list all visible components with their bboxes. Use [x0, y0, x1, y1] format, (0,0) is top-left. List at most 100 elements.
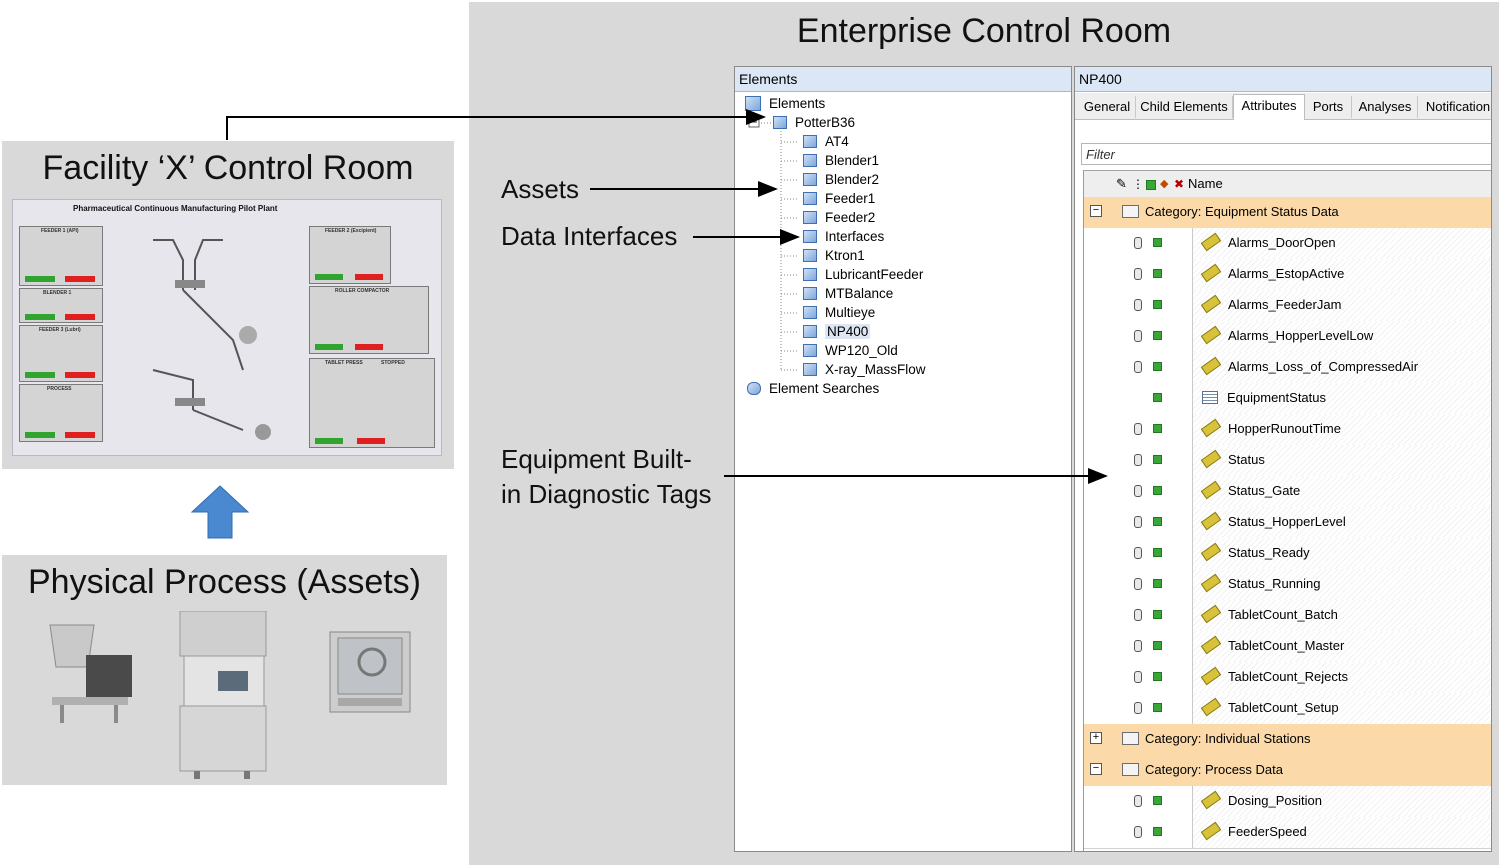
element-icon: [803, 343, 817, 357]
attributes-panel: NP400 General Child Elements Attributes …: [1074, 66, 1492, 852]
row-indent: [1084, 786, 1115, 817]
attribute-name: TabletCount_Rejects: [1200, 662, 1348, 692]
attribute-name: Alarms_Loss_of_CompressedAir: [1200, 352, 1418, 382]
row-indent: [1084, 228, 1115, 259]
scada-start-button: [315, 438, 343, 444]
inspection-unit-image: [329, 631, 411, 713]
tab-notification[interactable]: Notification: [1425, 99, 1491, 114]
config-status-icon: [1153, 641, 1162, 650]
attribute-row[interactable]: Alarms_DoorOpen: [1084, 228, 1491, 260]
data-reference-pin-icon: [1134, 330, 1142, 342]
category-row[interactable]: − Category: Process Data: [1084, 755, 1491, 787]
config-status-icon: [1153, 362, 1162, 371]
attribute-row[interactable]: TabletCount_Master: [1084, 631, 1491, 663]
scada-start-button: [315, 344, 343, 350]
tree-item-ktron1[interactable]: Ktron1: [803, 246, 865, 265]
expand-icon[interactable]: +: [1090, 732, 1102, 744]
physical-title: Physical Process (Assets): [28, 563, 421, 601]
attribute-name: Status_Gate: [1200, 476, 1300, 506]
tree-item-interfaces[interactable]: Interfaces: [803, 227, 884, 246]
row-flags: [1114, 445, 1193, 476]
attribute-row[interactable]: Status_HopperLevel: [1084, 507, 1491, 539]
filter-input[interactable]: Filter: [1081, 143, 1491, 165]
tree-item-blender1[interactable]: Blender1: [803, 151, 879, 170]
scada-stop-button: [357, 438, 385, 444]
tree-item-feeder1[interactable]: Feeder1: [803, 189, 875, 208]
config-status-icon: [1153, 238, 1162, 247]
category-row[interactable]: +Category: Individual Stations: [1084, 724, 1491, 756]
facility-panel: Facility ‘X’ Control Room Pharmaceutical…: [2, 141, 454, 469]
row-flags: [1114, 507, 1193, 538]
config-icon: [1146, 180, 1156, 190]
attribute-row[interactable]: TabletCount_Rejects: [1084, 662, 1491, 694]
tree-item-lubricantfeeder[interactable]: LubricantFeeder: [803, 265, 923, 284]
attribute-row[interactable]: Status_Running: [1084, 569, 1491, 601]
tree-item-blender2[interactable]: Blender2: [803, 170, 879, 189]
scada-screenshot: Pharmaceutical Continuous Manufacturing …: [12, 199, 442, 456]
config-status-icon: [1153, 424, 1162, 433]
tree-item-element-searches[interactable]: Element Searches: [747, 379, 879, 398]
tree-item-multieye[interactable]: Multieye: [803, 303, 875, 322]
row-flags: [1114, 259, 1193, 290]
collapse-icon[interactable]: −: [1090, 205, 1102, 217]
scada-start-button: [25, 432, 55, 438]
data-interfaces-label: Data Interfaces: [501, 221, 678, 251]
data-reference-pin-icon: [1134, 702, 1142, 714]
scada-stop-button: [355, 274, 383, 280]
attribute-row[interactable]: FeederSpeed: [1084, 817, 1491, 849]
attributes-panel-header: NP400: [1075, 67, 1491, 92]
tree-item-np400[interactable]: NP400: [803, 322, 871, 341]
config-status-icon: [1153, 486, 1162, 495]
category-row[interactable]: −Category: Equipment Status Data: [1084, 197, 1491, 229]
tree-item-mtbalance[interactable]: MTBalance: [803, 284, 893, 303]
data-reference-pin-icon: [1134, 516, 1142, 528]
tab-analyses[interactable]: Analyses: [1353, 96, 1418, 118]
attribute-name: Alarms_HopperLevelLow: [1200, 321, 1373, 351]
row-flags: [1114, 817, 1193, 848]
data-reference-pin-icon: [1134, 361, 1142, 373]
scada-label-feeder1: FEEDER 1 (API): [41, 228, 79, 234]
scada-stop-button: [355, 344, 383, 350]
tree-item-potterb36[interactable]: PotterB36: [773, 113, 855, 132]
tab-child-elements[interactable]: Child Elements: [1136, 96, 1233, 118]
elements-panel-header: Elements: [735, 67, 1071, 92]
attribute-row[interactable]: TabletCount_Batch: [1084, 600, 1491, 632]
data-reference-pin-icon: [1134, 826, 1142, 838]
tree-root-elements[interactable]: Elements: [745, 94, 825, 113]
attribute-row[interactable]: EquipmentStatus: [1084, 383, 1491, 415]
excluded-icon: ✖: [1174, 177, 1185, 191]
tree-item-wp120-old[interactable]: WP120_Old: [803, 341, 898, 360]
assets-label: Assets: [501, 174, 580, 204]
tab-bar: General Child Elements Attributes Ports …: [1075, 93, 1491, 120]
feeder-machine-image: [49, 624, 132, 723]
config-status-icon: [1153, 827, 1162, 836]
table-attribute-icon: [1202, 391, 1218, 405]
element-icon: [803, 286, 817, 300]
collapse-icon[interactable]: −: [1090, 763, 1102, 775]
element-icon: [803, 362, 817, 376]
attribute-name: Alarms_EstopActive: [1200, 259, 1344, 289]
element-icon: [773, 115, 787, 129]
row-flags: [1114, 662, 1193, 693]
attribute-name: TabletCount_Setup: [1200, 693, 1339, 723]
attribute-name: EquipmentStatus: [1202, 383, 1326, 413]
attribute-name: Dosing_Position: [1200, 786, 1322, 816]
category-label: Category: Process Data: [1122, 755, 1283, 785]
tree-item-x-ray-massflow[interactable]: X-ray_MassFlow: [803, 360, 926, 379]
row-flags: [1114, 569, 1193, 600]
scada-start-button: [25, 372, 55, 378]
attribute-name: FeederSpeed: [1200, 817, 1307, 847]
tab-general[interactable]: General: [1079, 96, 1136, 118]
tab-attributes[interactable]: Attributes: [1233, 94, 1305, 120]
element-icon: [803, 229, 817, 243]
tree-item-at4[interactable]: AT4: [803, 132, 849, 151]
column-name[interactable]: Name: [1188, 176, 1223, 191]
attribute-row[interactable]: Alarms_Loss_of_CompressedAir: [1084, 352, 1491, 384]
tree-item-feeder2[interactable]: Feeder2: [803, 208, 875, 227]
config-status-icon: [1153, 455, 1162, 464]
data-reference-pin-icon: [1134, 795, 1142, 807]
element-icon: [803, 172, 817, 186]
tab-ports[interactable]: Ports: [1305, 96, 1352, 118]
tablet-press-image: [179, 611, 267, 779]
attribute-row[interactable]: Alarms_FeederJam: [1084, 290, 1491, 322]
